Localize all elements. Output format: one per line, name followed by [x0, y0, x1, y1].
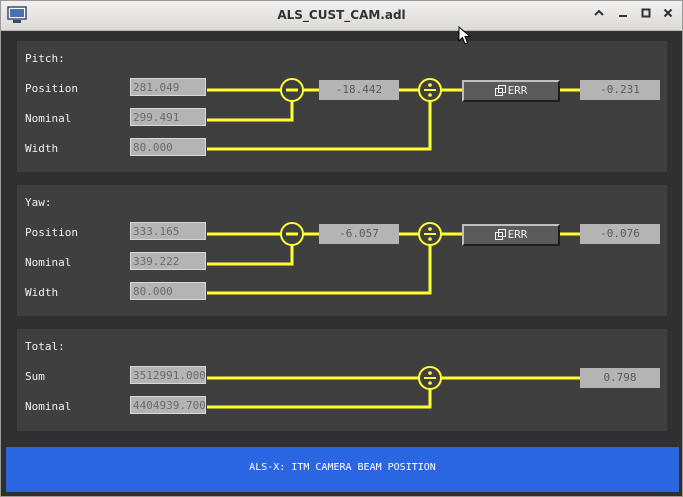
pitch-heading: Pitch:	[25, 52, 65, 65]
divide-icon	[418, 78, 442, 102]
total-nominal-field[interactable]: 4404939.700	[130, 396, 206, 414]
pitch-width-label: Width	[25, 142, 59, 155]
yaw-wires	[207, 222, 580, 295]
pitch-position-label: Position	[25, 82, 78, 95]
yaw-err-label: ERR	[507, 228, 528, 241]
window-title: ALS_CUST_CAM.adl	[277, 8, 406, 22]
pitch-width-field[interactable]: 80.000	[130, 138, 206, 156]
yaw-position-label: Position	[25, 226, 78, 239]
divide-icon	[418, 366, 442, 390]
close-icon[interactable]	[660, 7, 676, 23]
pitch-nominal-label: Nominal	[25, 112, 72, 125]
window-stack-icon	[494, 85, 506, 96]
pitch-ratio-readout: -0.231	[580, 80, 660, 100]
yaw-err-button[interactable]: ERR	[462, 224, 560, 246]
pitch-position-field[interactable]: 281.049	[130, 78, 206, 96]
yaw-heading: Yaw:	[25, 196, 52, 209]
total-ratio-readout: 0.798	[580, 368, 660, 388]
pitch-err-button[interactable]: ERR	[462, 80, 560, 102]
subtract-icon	[280, 78, 304, 102]
yaw-nominal-field[interactable]: 339.222	[130, 252, 206, 270]
divide-icon	[418, 222, 442, 246]
yaw-diff-readout: -6.057	[319, 224, 399, 244]
yaw-ratio-readout: -0.076	[580, 224, 660, 244]
pitch-err-label: ERR	[507, 84, 528, 97]
footer-label: ALS-X: ITM CAMERA BEAM POSITION	[249, 462, 436, 473]
yaw-position-field[interactable]: 333.165	[130, 222, 206, 240]
yaw-width-field[interactable]: 80.000	[130, 282, 206, 300]
yaw-panel: Yaw: Position Nominal Width	[17, 185, 667, 316]
total-heading: Total:	[25, 340, 65, 353]
maximize-icon[interactable]	[638, 7, 654, 23]
window-stack-icon	[494, 229, 506, 240]
total-sum-field[interactable]: 3512991.000	[130, 366, 206, 384]
chevron-up-icon[interactable]	[591, 7, 607, 23]
pitch-diff-readout: -18.442	[319, 80, 399, 100]
pitch-panel: Pitch: Position Nominal Width	[17, 41, 667, 172]
total-wires	[207, 366, 580, 409]
total-sum-label: Sum	[25, 370, 45, 383]
subtract-icon	[280, 222, 304, 246]
footer-banner: ALS-X: ITM CAMERA BEAM POSITION	[6, 447, 679, 492]
title-bar[interactable]: ALS_CUST_CAM.adl	[1, 1, 682, 31]
pitch-nominal-field[interactable]: 299.491	[130, 108, 206, 126]
minimize-icon[interactable]	[615, 7, 631, 23]
monitor-icon	[7, 6, 27, 23]
total-nominal-label: Nominal	[25, 400, 72, 413]
pitch-wires	[207, 78, 580, 151]
total-panel: Total: Sum Nominal 3512991.000 4404939.7…	[17, 329, 667, 431]
yaw-nominal-label: Nominal	[25, 256, 72, 269]
mouse-pointer-icon	[458, 26, 472, 45]
yaw-width-label: Width	[25, 286, 59, 299]
